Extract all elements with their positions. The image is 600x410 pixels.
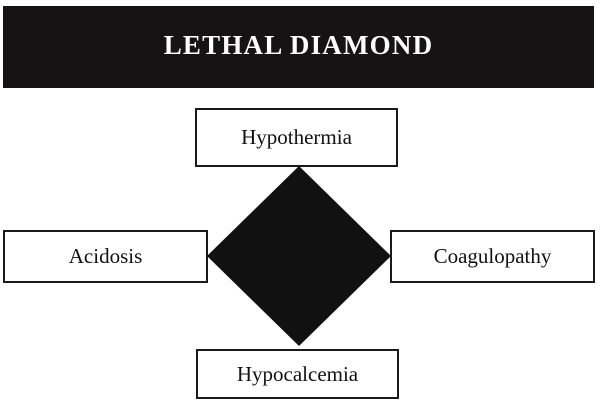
node-hypocalcemia[interactable]: Hypocalcemia: [196, 349, 399, 399]
title-banner: LETHAL DIAMOND: [3, 6, 594, 88]
node-hypocalcemia-label: Hypocalcemia: [236, 361, 359, 386]
node-coagulopathy[interactable]: Coagulopathy: [390, 230, 595, 283]
node-acidosis[interactable]: Acidosis: [3, 230, 208, 283]
lethal-diamond-shape: [207, 166, 391, 346]
node-hypothermia-label: Hypothermia: [241, 125, 352, 149]
node-acidosis-label: Acidosis: [68, 244, 143, 268]
page-title: LETHAL DIAMOND: [163, 29, 434, 60]
node-hypothermia[interactable]: Hypothermia: [195, 108, 398, 167]
node-coagulopathy-label: Coagulopathy: [433, 244, 552, 268]
